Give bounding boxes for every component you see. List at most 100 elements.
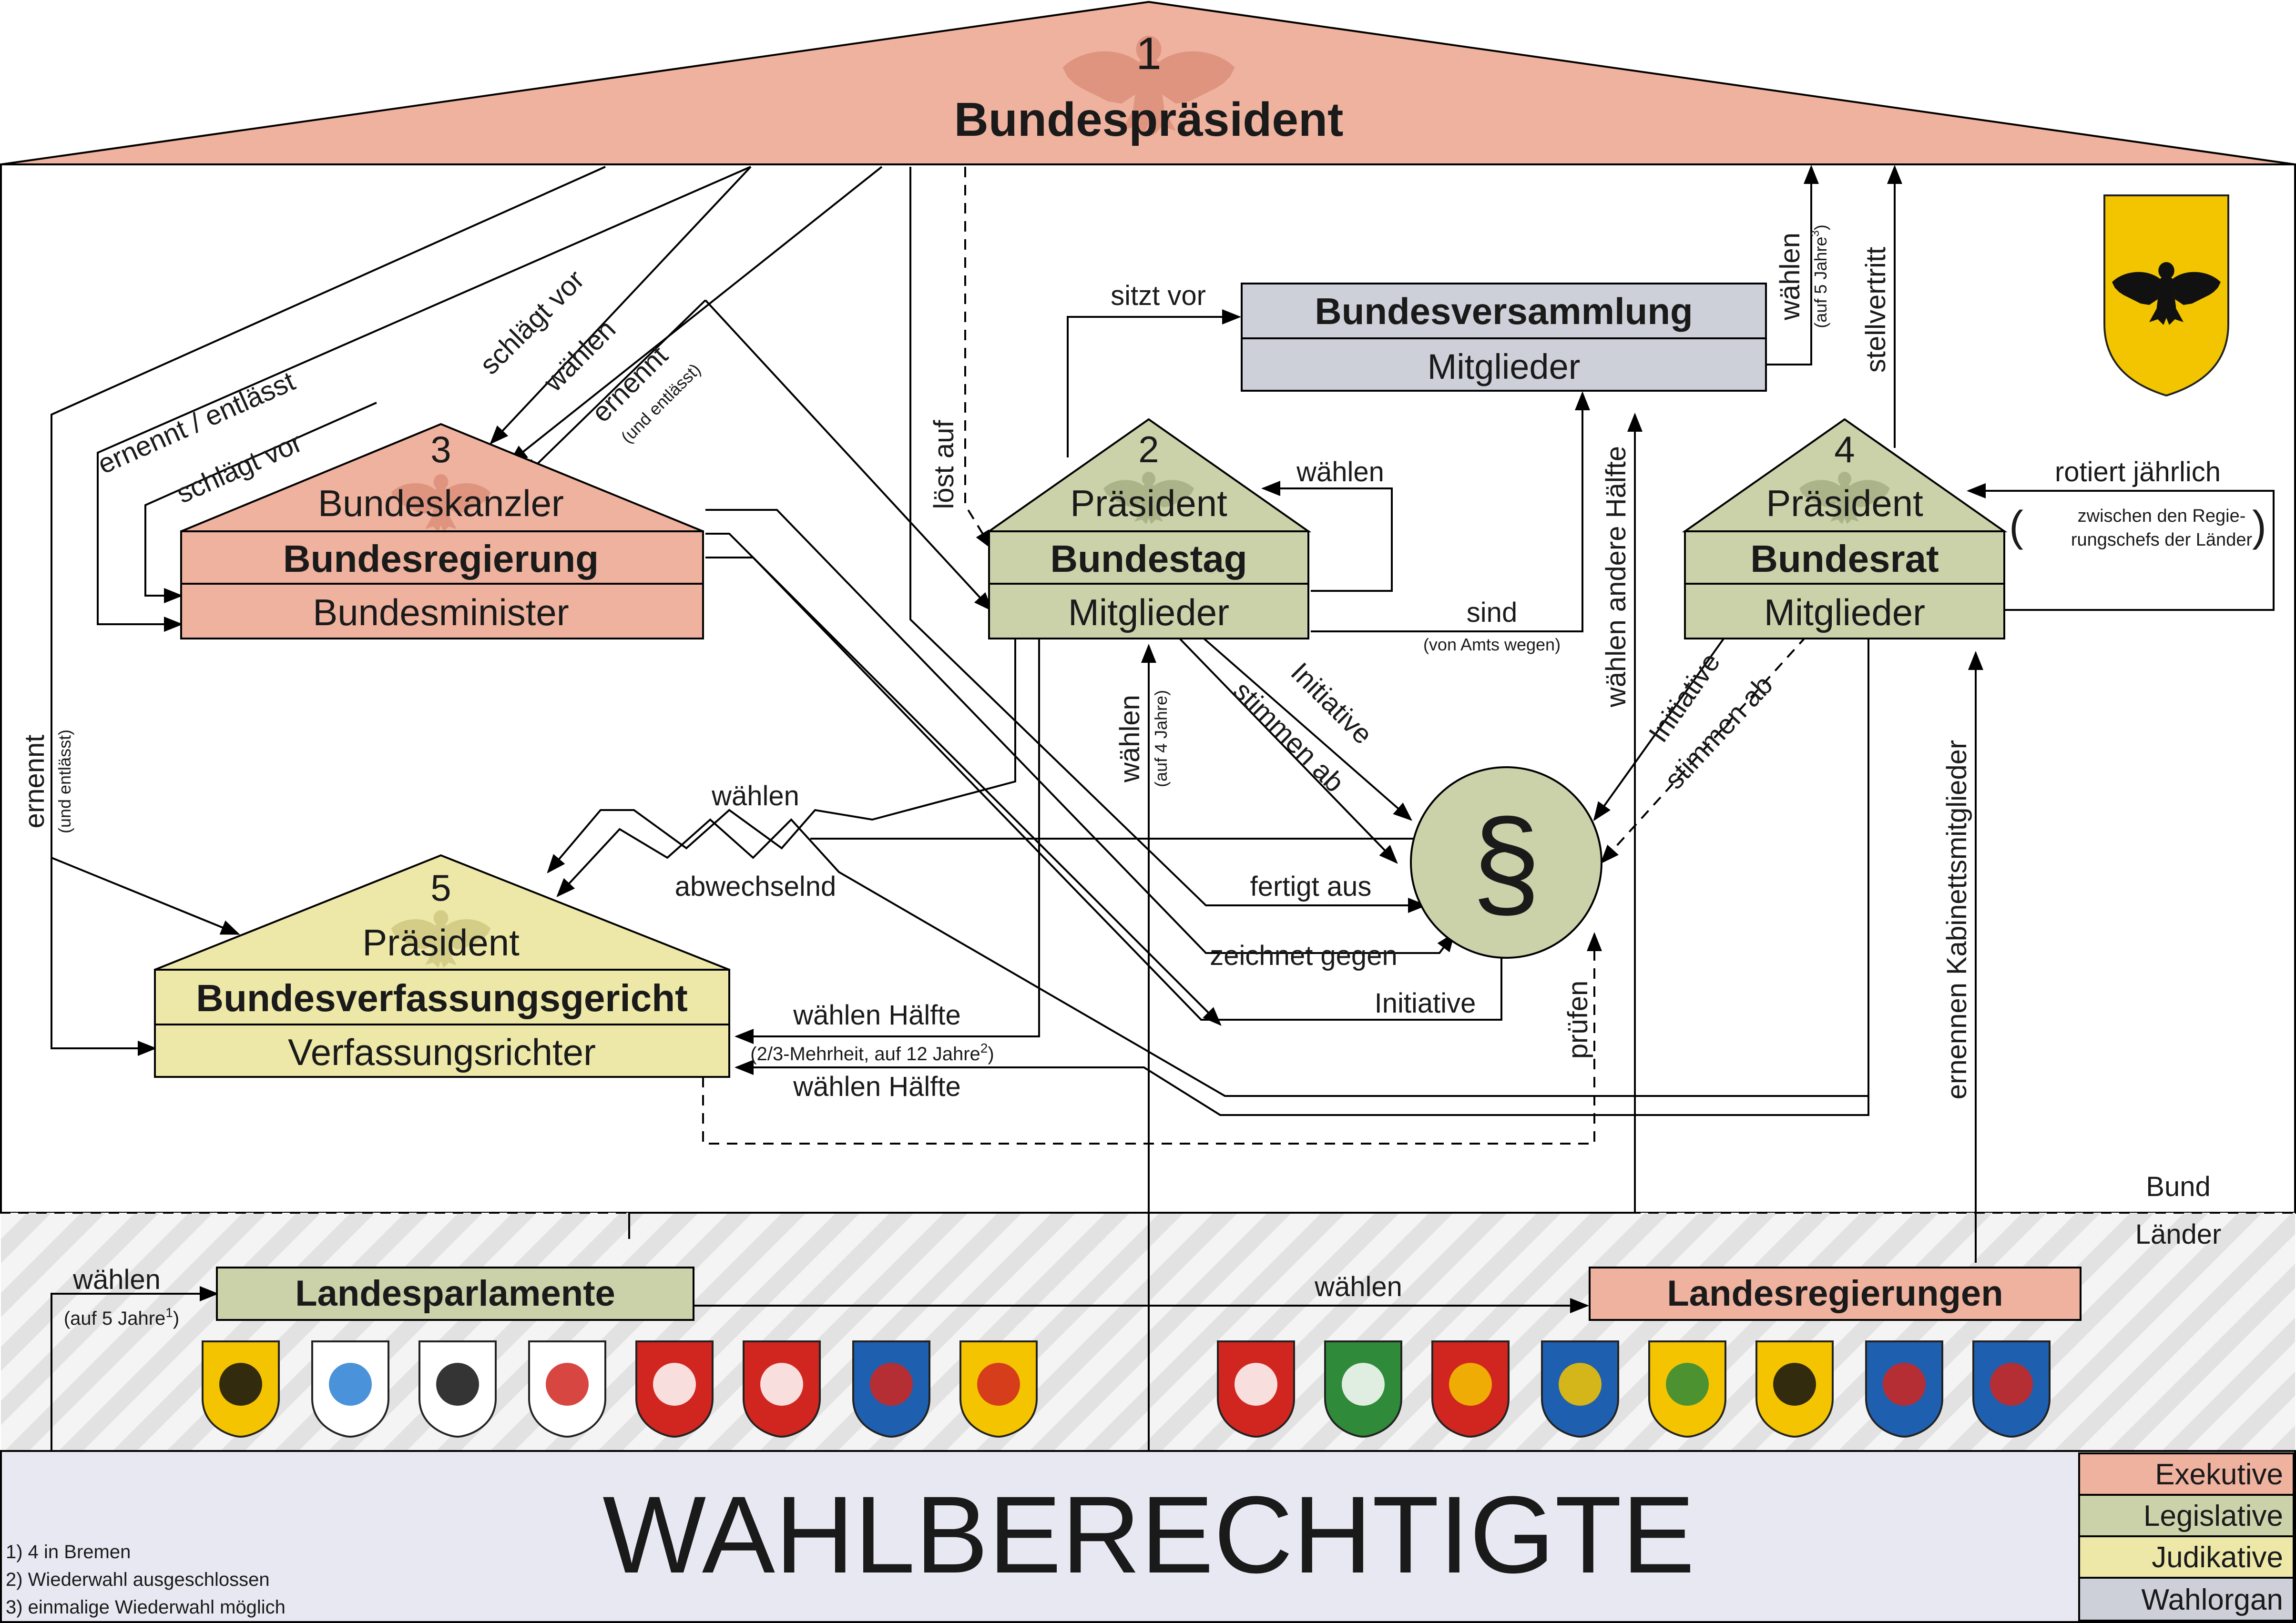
- coat-saarland-icon: [1541, 1340, 1619, 1438]
- state-parliaments-box: [216, 1267, 694, 1321]
- label-rotiert-sub2: rungschefs der Länder: [2071, 530, 2253, 550]
- germany-coat-of-arms-icon: [2103, 194, 2229, 397]
- label-waehlen-5j-sub: (auf 5 Jahre3): [1809, 224, 1830, 328]
- label-waehlen-4j-sub: (auf 4 Jahre): [1151, 690, 1171, 787]
- bundestag-organ: 2 Präsident Bundestag Mitglieder: [986, 418, 1312, 639]
- label-waehlen-court: wählen: [711, 781, 799, 812]
- label-laender: Länder: [2135, 1219, 2222, 1250]
- coat-niedersachsen-icon: [1217, 1340, 1295, 1438]
- state-parliaments-organ: Landesparlamente: [216, 1267, 694, 1321]
- government-organ: 3 Bundeskanzler Bundesregierung Bundesmi…: [180, 423, 704, 639]
- government-ministers: Bundesminister: [313, 591, 569, 633]
- state-coats-of-arms: [202, 1340, 2051, 1438]
- coat-berlin-icon: [418, 1340, 497, 1438]
- paragraph-icon: §: [1472, 794, 1541, 932]
- assembly-members: Mitglieder: [1428, 347, 1581, 386]
- bundesrat-title: Bundesrat: [1750, 538, 1939, 580]
- president-number: 1: [1136, 28, 1161, 79]
- label-waehlen-andere-haelfte: wählen andere Hälfte: [1601, 446, 1632, 708]
- government-box: [180, 530, 704, 639]
- footnote-3: 3) einmalige Wiederwahl möglich: [6, 1597, 286, 1618]
- court-organ: 5 Präsident Bundesverfassungsgericht Ver…: [154, 854, 730, 1078]
- label-waehlen-5j: wählen: [1775, 233, 1806, 321]
- voters-band: [0, 1450, 2296, 1623]
- label-mehrheit: (2/3-Mehrheit, auf 12 Jahre2): [750, 1041, 994, 1065]
- bundesrat-members: Mitglieder: [1764, 591, 1925, 633]
- coat-thueringen-icon: [1972, 1340, 2051, 1438]
- coat-hessen-icon: [852, 1340, 930, 1438]
- coat-nordrhein-westfalen-icon: [1324, 1340, 1402, 1438]
- state-governments-title: Landesregierungen: [1667, 1273, 2003, 1314]
- legend: Exekutive Legislative Judikative Wahlorg…: [2078, 1452, 2295, 1622]
- bundesrat-president: Präsident: [1766, 482, 1923, 524]
- law-symbol: §: [1410, 766, 1602, 959]
- government-chancellor: Bundeskanzler: [318, 482, 564, 524]
- footnote-2: 2) Wiederwahl ausgeschlossen: [6, 1569, 270, 1590]
- voters-title: WAHLBERECHTIGTE: [602, 1473, 1695, 1596]
- label-pruefen: prüfen: [1562, 981, 1593, 1059]
- relation-lines: [51, 165, 2275, 1451]
- legend-label-judicative: Judikative: [2152, 1541, 2283, 1574]
- coat-hamburg-icon: [743, 1340, 821, 1438]
- state-parliaments-title: Landesparlamente: [295, 1273, 615, 1314]
- legend-swatch-electoral: [2078, 1577, 2295, 1622]
- label-waehlen-4j: wählen: [1114, 695, 1145, 783]
- legend-swatch-legislative: [2078, 1494, 2295, 1537]
- court-judges: Verfassungsrichter: [288, 1031, 596, 1073]
- label-waehlen-lp-sub: (auf 5 Jahre1): [64, 1305, 179, 1329]
- coat-mecklenburg-vorpommern-icon: [959, 1340, 1038, 1438]
- coat-sachsen-icon: [1648, 1340, 1726, 1438]
- court-title: Bundesverfassungsgericht: [196, 977, 687, 1019]
- bundesrat-organ: 4 Präsident Bundesrat Mitglieder: [1682, 418, 2008, 639]
- assembly-title: Bundesversammlung: [1315, 290, 1693, 332]
- legend-label-legislative: Legislative: [2143, 1500, 2283, 1532]
- label-ernennen-kabinett: ernennen Kabinettsmitglieder: [1941, 740, 1972, 1099]
- court-box: [154, 969, 730, 1078]
- coat-bremen-icon: [635, 1340, 714, 1438]
- label-zeichnet-gegen: zeichnet gegen: [1210, 940, 1397, 971]
- legend-label-executive: Exekutive: [2155, 1458, 2283, 1491]
- label-rotiert-paren-close: ): [2252, 503, 2266, 550]
- coat-schleswig-holstein-icon: [1865, 1340, 1943, 1438]
- label-stellvertritt: stellvertritt: [1860, 247, 1891, 373]
- bundesrat-box: [1684, 530, 2005, 639]
- label-loest-auf: löst auf: [929, 420, 959, 509]
- bundestag-box: [988, 530, 1309, 639]
- bundestag-title: Bundestag: [1050, 538, 1247, 580]
- state-governments-box: [1589, 1267, 2082, 1321]
- label-bund: Bund: [2146, 1171, 2210, 1202]
- coat-sachsen-anhalt-icon: [1755, 1340, 1834, 1438]
- coat-brandenburg-icon: [528, 1340, 606, 1438]
- label-rotiert: rotiert jährlich: [2055, 456, 2221, 487]
- label-ernennt-vert: ernennt: [19, 735, 50, 829]
- president-organ: 1 Bundespräsident: [0, 0, 2296, 165]
- label-initiative-gov: Initiative: [1375, 988, 1476, 1019]
- bundestag-members: Mitglieder: [1068, 591, 1229, 633]
- legend-swatch-judicative: [2078, 1535, 2295, 1579]
- legend-label-electoral: Wahlorgan: [2141, 1583, 2283, 1616]
- coat-baden-wuerttemberg-icon: [202, 1340, 280, 1438]
- assembly-box: [1241, 283, 1767, 392]
- state-governments-organ: Landesregierungen: [1589, 1267, 2082, 1321]
- bundestag-president: Präsident: [1070, 482, 1227, 524]
- label-sind-sub: (von Amts wegen): [1423, 635, 1561, 654]
- label-sind: sind: [1467, 597, 1517, 628]
- footnote-1: 1) 4 in Bremen: [6, 1542, 131, 1562]
- label-waehlen-self: wählen: [1296, 456, 1384, 487]
- footnotes: 1) 4 in Bremen 2) Wiederwahl ausgeschlos…: [6, 1542, 286, 1618]
- label-waehlen-lr: wählen: [1314, 1271, 1402, 1302]
- court-number: 5: [430, 867, 451, 909]
- coat-rheinland-pfalz-icon: [1431, 1340, 1510, 1438]
- legend-swatch-executive: [2078, 1452, 2295, 1496]
- court-president: Präsident: [362, 922, 520, 964]
- label-fertigt-aus: fertigt aus: [1250, 871, 1372, 902]
- bundesrat-number: 4: [1834, 428, 1855, 470]
- label-waehlen-haelfte-1: wählen Hälfte: [793, 1000, 960, 1031]
- label-sitzt-vor: sitzt vor: [1111, 280, 1206, 311]
- label-rotiert-paren-open: (: [2009, 503, 2023, 550]
- label-waehlen-lp: wählen: [72, 1264, 161, 1295]
- bundestag-number: 2: [1138, 428, 1159, 470]
- president-title: Bundespräsident: [954, 93, 1344, 146]
